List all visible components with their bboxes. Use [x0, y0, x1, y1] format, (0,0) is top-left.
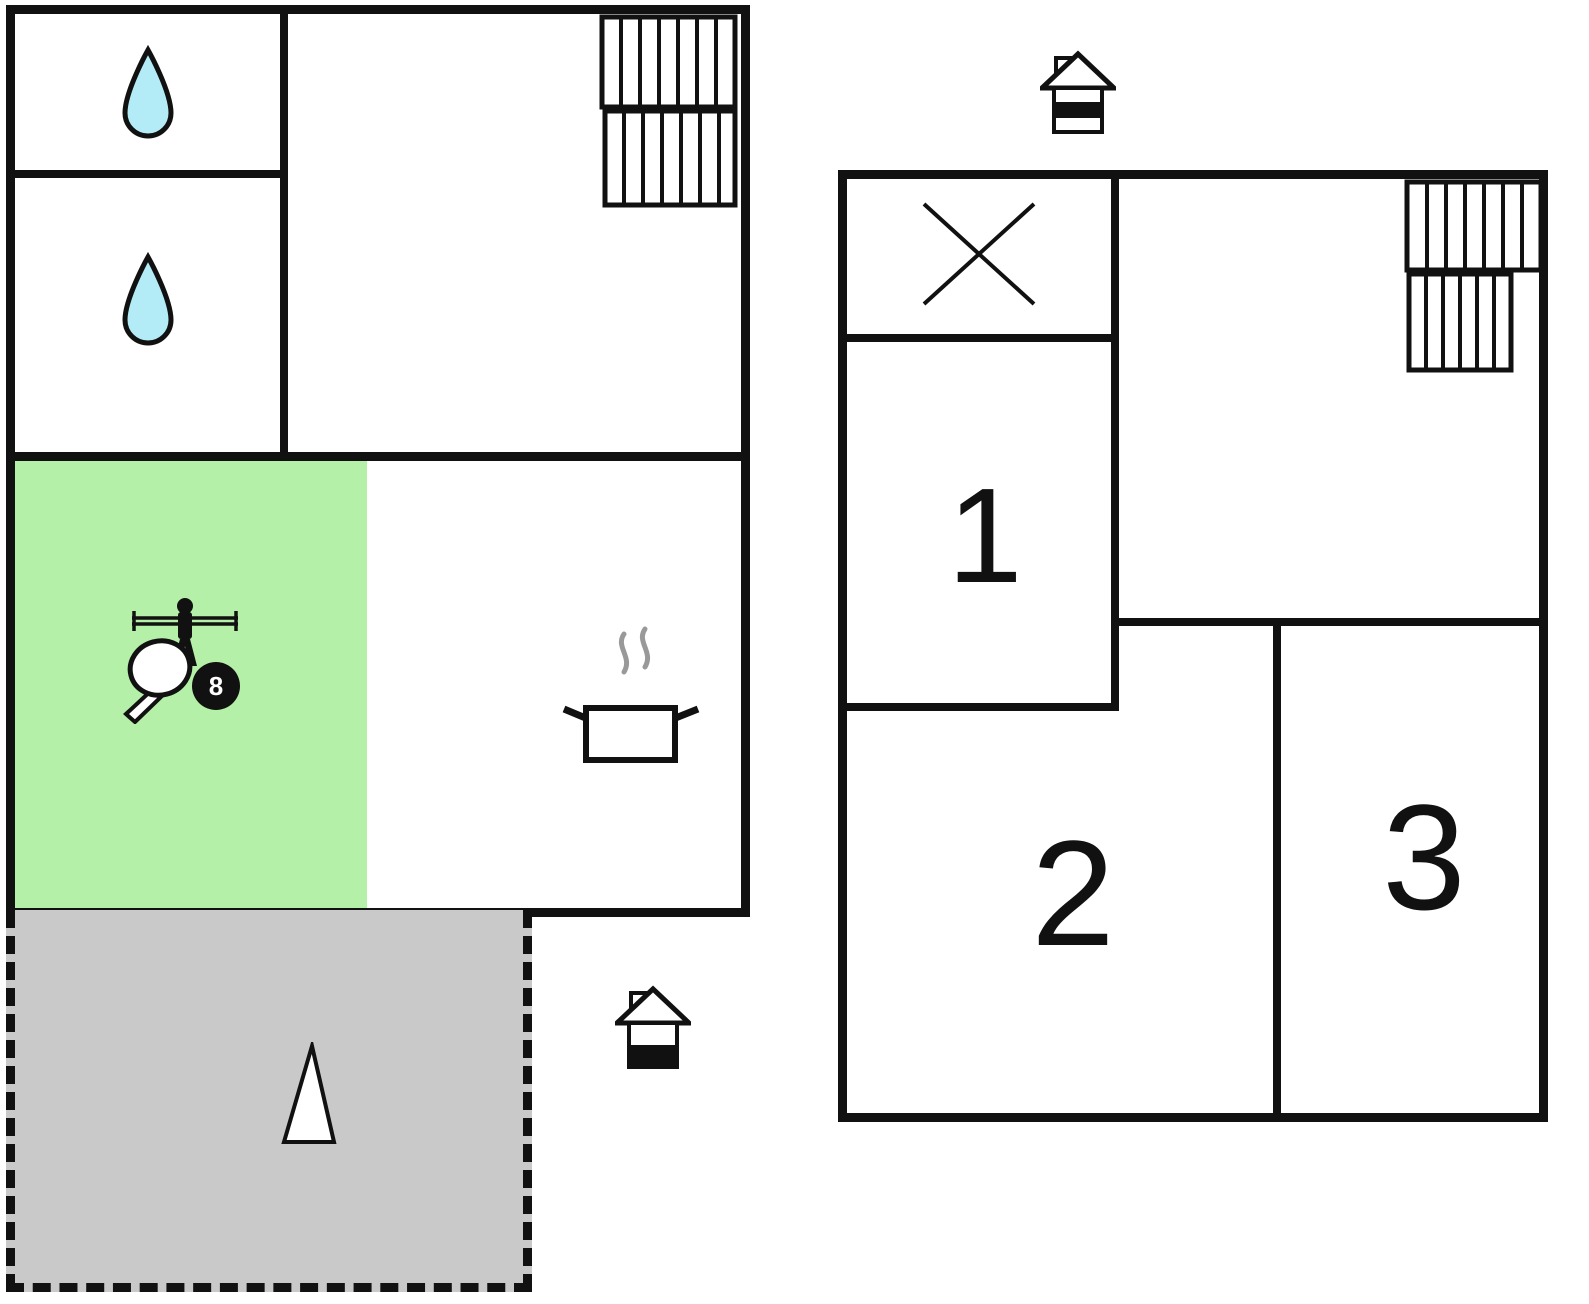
- eight-ball-icon: 8: [192, 662, 240, 710]
- wall-bathrooms-right: [280, 14, 288, 460]
- cooking-pot-icon: [562, 626, 700, 763]
- room-2-label: 2: [1031, 809, 1115, 977]
- terrace: [6, 910, 532, 1292]
- stairs-icon: [1404, 179, 1544, 373]
- water-drop-icon: [122, 252, 174, 346]
- table-tennis-paddle-icon: [123, 638, 193, 724]
- room-3-label: 3: [1382, 773, 1466, 941]
- wall-room1-bottom: [847, 703, 1119, 711]
- wall-cross-room-bottom: [847, 334, 1119, 342]
- cross-icon: [922, 202, 1036, 306]
- first-floor-indicator-icon: [1040, 50, 1116, 134]
- wall-landing-bottom: [1111, 618, 1539, 626]
- stairs-icon: [599, 14, 738, 208]
- water-drop-icon: [122, 45, 174, 139]
- wall-room2-room3-divider: [1273, 618, 1281, 1113]
- activity-room: [15, 460, 367, 908]
- terrace-triangle-icon: [281, 1042, 337, 1144]
- room-1-label: 1: [947, 460, 1023, 611]
- wall-bathrooms-divider: [15, 170, 287, 178]
- ground-floor-indicator-icon: [615, 985, 691, 1069]
- wall-ground-floor-middle: [6, 452, 750, 461]
- wall-room1-right: [1111, 179, 1119, 711]
- first-floor-plan: [838, 170, 1548, 1122]
- eight-ball-number: 8: [209, 671, 223, 701]
